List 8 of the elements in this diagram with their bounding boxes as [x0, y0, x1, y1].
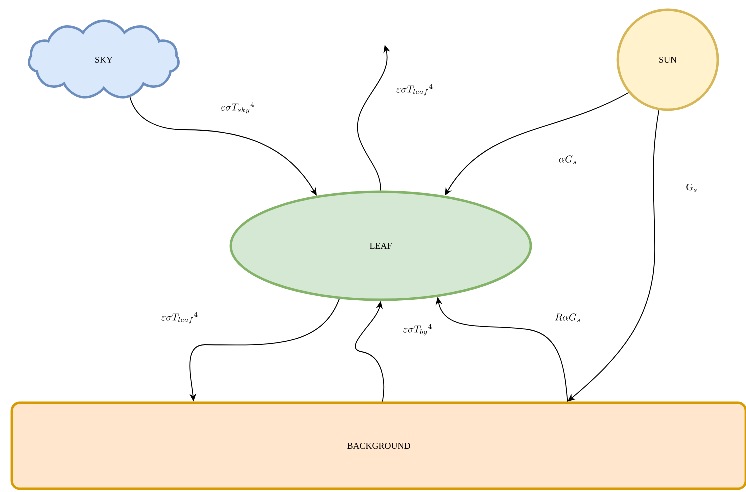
edge-label: $\varepsilon\sigma T_{leaf}{}^{4}$ [396, 84, 434, 96]
background-box: BACKGROUND [10, 402, 746, 490]
edge-label: $\alpha G_{s}$ [558, 154, 578, 166]
edge-label: $R\alpha G_{s}$ [554, 312, 582, 324]
edge-label: $\mathrm{G}_{s}$ [685, 182, 699, 194]
edge-label: $\varepsilon\sigma T_{leaf}{}^{4}$ [160, 312, 200, 324]
edge-label: $\varepsilon\sigma T_{sky}{}^{4}$ [220, 102, 256, 114]
edge-label: $\varepsilon\sigma T_{bg}{}^{4}$ [402, 324, 434, 336]
